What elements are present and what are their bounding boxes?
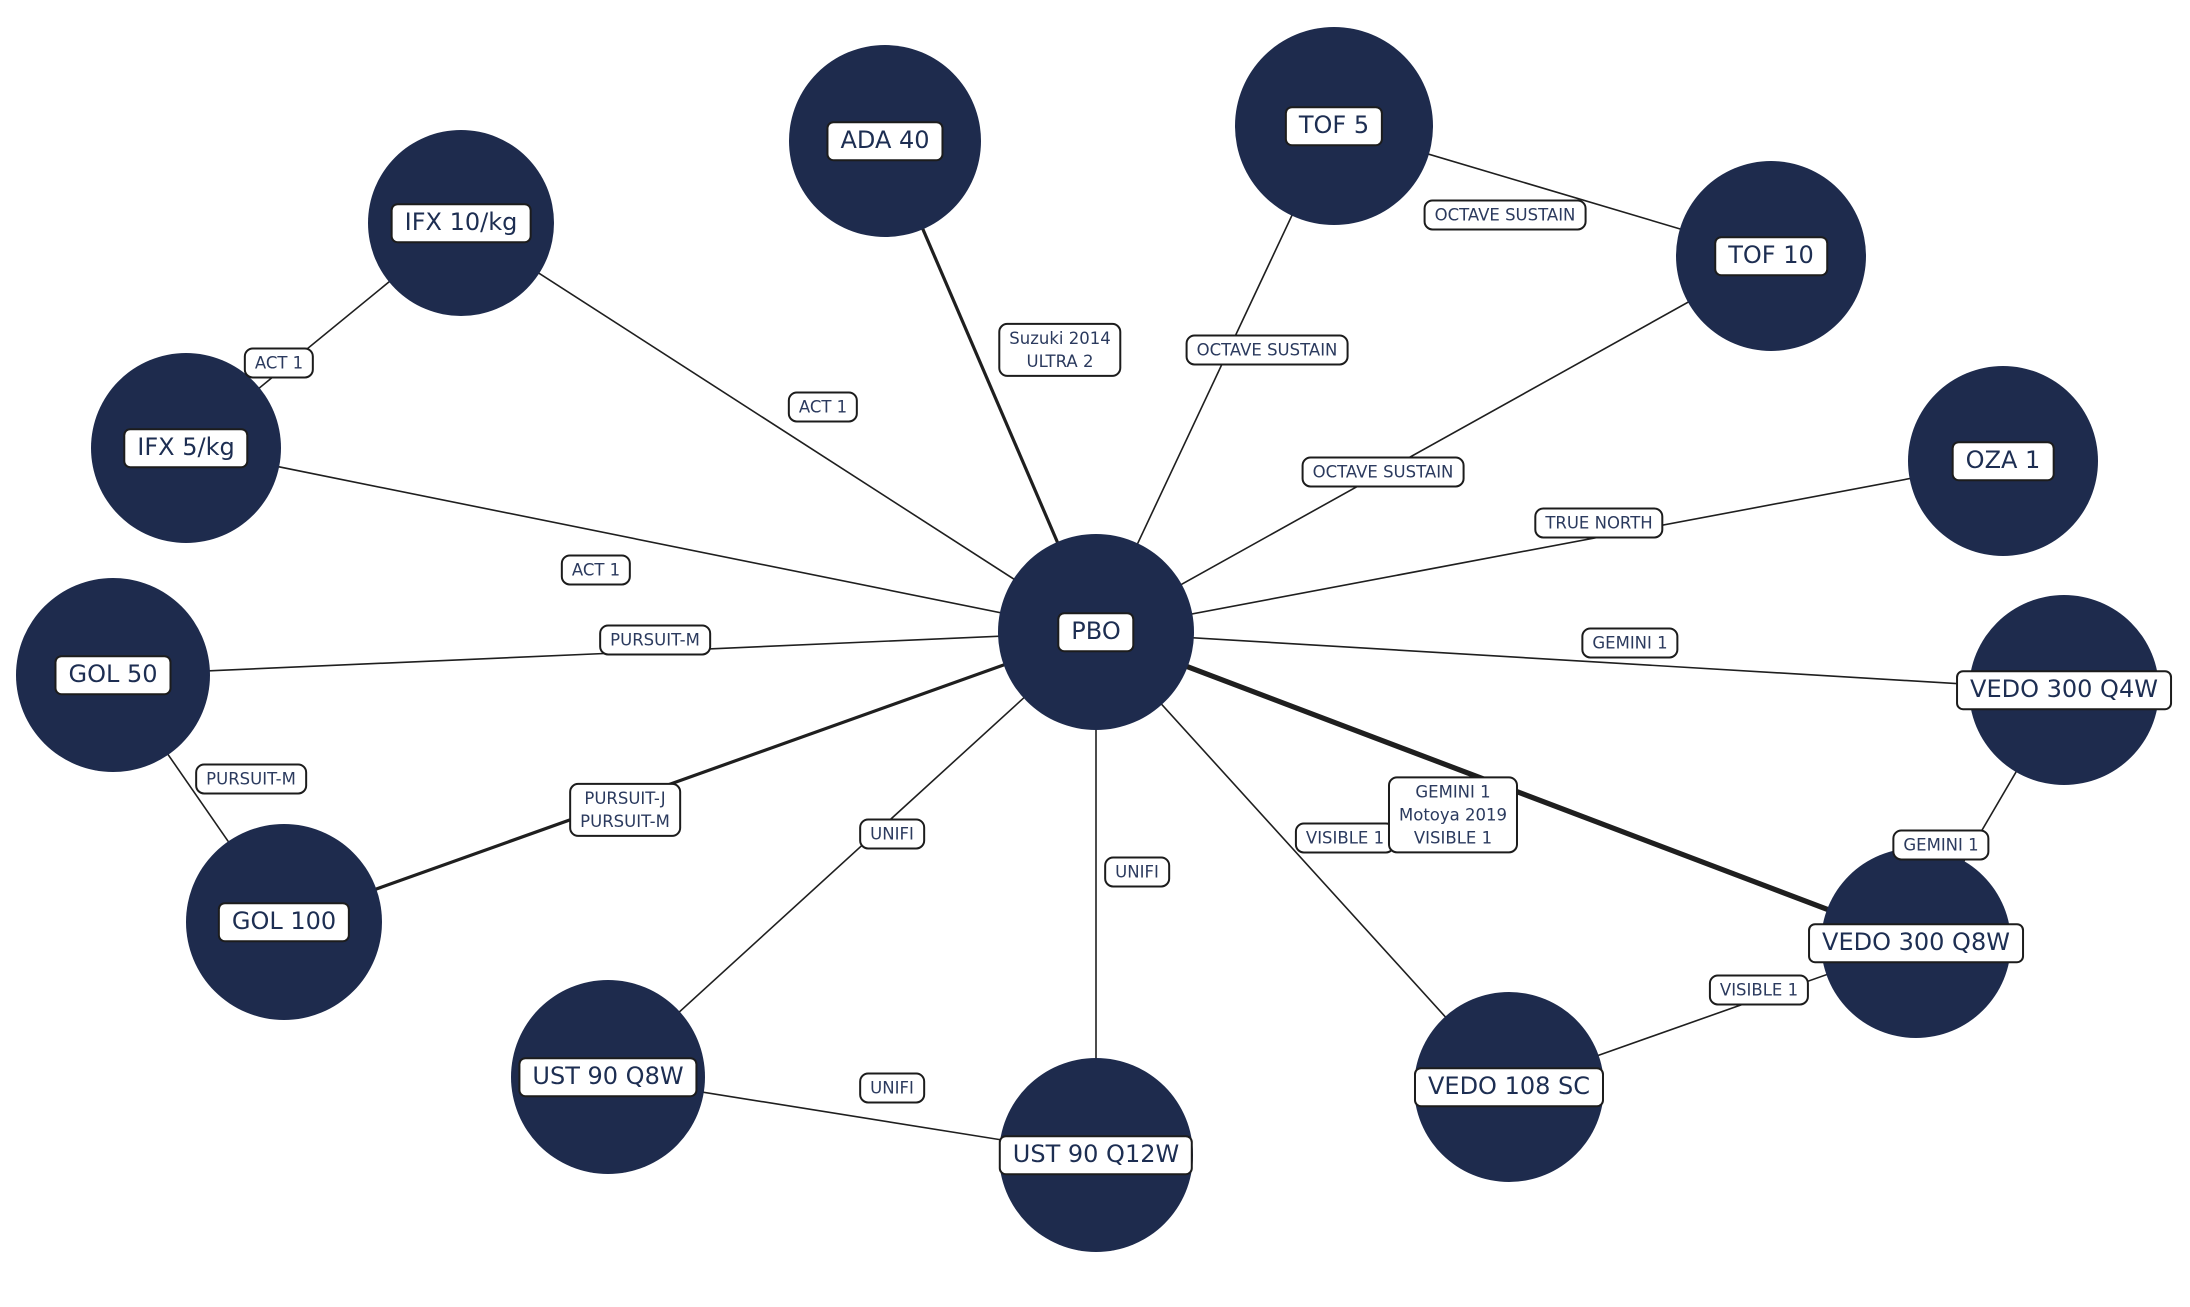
node-GOL100 <box>186 824 382 1020</box>
edge-OZA1-PBO <box>1095 460 2004 633</box>
node-UST90Q12W <box>999 1058 1193 1252</box>
node-PBO <box>998 534 1194 730</box>
edge-PBO-UST90Q8W <box>607 631 1097 1078</box>
node-TOF10 <box>1676 161 1866 351</box>
node-TOF5 <box>1235 27 1433 225</box>
node-OZA1 <box>1908 366 2098 556</box>
edge-PBO-VEDO108SC <box>1095 631 1510 1088</box>
edge-PBO-VEDO300Q4W <box>1095 631 2065 691</box>
edge-PBO-VEDO300Q8W <box>1095 629 1917 946</box>
edge-IFX10-PBO <box>460 222 1097 633</box>
edge-TOF10-PBO <box>1095 255 1772 633</box>
node-IFX5 <box>91 353 281 543</box>
edge-GOL50-PBO <box>112 631 1097 676</box>
node-IFX10 <box>368 130 554 316</box>
node-VEDO108SC <box>1414 992 1604 1182</box>
node-VEDO300Q4W <box>1969 595 2159 785</box>
edge-GOL100-PBO <box>283 630 1097 924</box>
node-UST90Q8W <box>511 980 705 1174</box>
node-VEDO300Q8W <box>1821 848 2011 1038</box>
node-GOL50 <box>16 578 210 772</box>
node-ADA40 <box>789 45 981 237</box>
edge-IFX5-PBO <box>185 447 1097 633</box>
